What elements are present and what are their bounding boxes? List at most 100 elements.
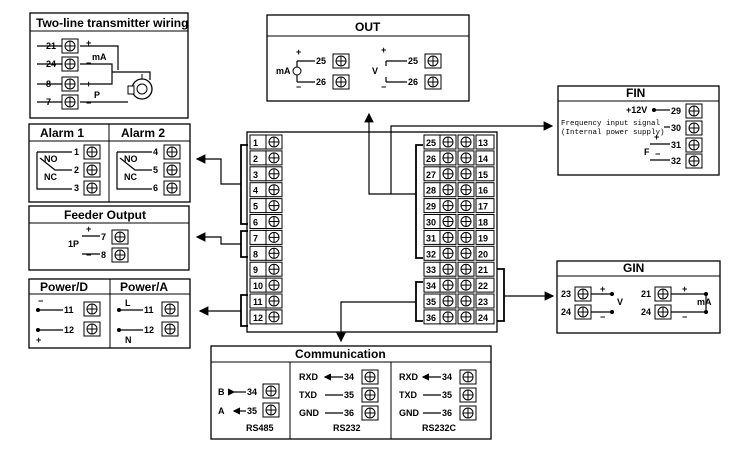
terminal-cell bbox=[475, 309, 495, 325]
plus-sign: + bbox=[682, 284, 687, 294]
out-panel: OUT mA + − 25 26 V + − 25 26 bbox=[266, 14, 470, 102]
terminal-number: 19 bbox=[478, 233, 488, 243]
terminal-screw-icon bbox=[265, 214, 283, 229]
no-label: NO bbox=[44, 154, 58, 164]
terminal-number: 2 bbox=[253, 154, 258, 164]
terminal-cell bbox=[475, 229, 495, 245]
terminal-screw-icon bbox=[265, 261, 283, 277]
out-title: OUT bbox=[355, 20, 381, 34]
ma-label: mA bbox=[276, 66, 291, 76]
rs485-label: B bbox=[218, 387, 225, 397]
two-line-title: Two-line transmitter wiring bbox=[36, 16, 188, 30]
terminal-number: 1 bbox=[253, 138, 258, 148]
alarm2-title: Alarm 2 bbox=[121, 126, 165, 140]
terminal-label: 29 bbox=[671, 106, 681, 116]
feeder-title: Feeder Output bbox=[64, 208, 146, 222]
power-a-title: Power/A bbox=[120, 280, 168, 294]
terminal-screw-icon bbox=[457, 245, 475, 261]
terminal-number: 25 bbox=[426, 138, 436, 148]
terminal-label: 36 bbox=[442, 408, 452, 418]
terminal-label: 34 bbox=[344, 372, 354, 382]
terminal-screw-icon bbox=[439, 150, 457, 166]
minus-sign: − bbox=[38, 296, 43, 306]
minus-sign: − bbox=[86, 250, 91, 260]
terminal-screw-icon bbox=[457, 150, 475, 166]
ma-label: mA bbox=[92, 52, 107, 62]
terminal-number: 10 bbox=[253, 281, 263, 291]
v-label: V bbox=[617, 297, 623, 307]
terminal-screw-icon bbox=[457, 261, 475, 277]
bracket-gin bbox=[497, 268, 505, 322]
terminal-label: 21 bbox=[641, 289, 651, 299]
terminal-label: 35 bbox=[344, 390, 354, 400]
p-label: P bbox=[94, 90, 100, 100]
terminal-cell bbox=[475, 277, 495, 293]
terminal-number: 8 bbox=[253, 249, 258, 259]
rs232c-label: GND bbox=[399, 408, 420, 418]
minus-sign: − bbox=[86, 58, 91, 68]
terminal-cell bbox=[475, 198, 495, 214]
terminal-cell bbox=[475, 214, 495, 229]
terminal-label: 24 bbox=[641, 307, 651, 317]
terminal-number: 32 bbox=[426, 249, 436, 259]
no-label: NO bbox=[124, 154, 138, 164]
l-label: L bbox=[125, 298, 131, 308]
terminal-screw-icon bbox=[265, 277, 283, 293]
terminal-screw-icon bbox=[265, 309, 283, 325]
gin-panel: GIN 23 24 + V − 21 24 + mA − bbox=[556, 260, 721, 334]
terminal-label: 26 bbox=[316, 77, 326, 87]
terminal-screw-icon bbox=[457, 214, 475, 229]
communication-panel: Communication B 34 A 35 RS485 RXD 34 TXD… bbox=[210, 345, 492, 440]
terminal-screw-icon bbox=[265, 229, 283, 245]
terminal-label: 23 bbox=[561, 289, 571, 299]
gin-title: GIN bbox=[623, 261, 644, 275]
plus-sign: + bbox=[86, 224, 91, 234]
terminal-label: 11 bbox=[144, 305, 154, 315]
terminal-number: 16 bbox=[478, 186, 488, 196]
terminal-label: 7 bbox=[101, 232, 106, 242]
terminal-number: 9 bbox=[253, 265, 258, 275]
fin-title: FIN bbox=[626, 86, 645, 100]
terminal-screw-icon bbox=[265, 166, 283, 182]
rs485-label: A bbox=[218, 406, 225, 416]
plus-sign: + bbox=[654, 132, 659, 142]
terminal-number: 24 bbox=[478, 313, 488, 323]
rs232-name: RS232 bbox=[333, 423, 361, 433]
power-d-title: Power/D bbox=[40, 280, 88, 294]
terminal-number: 33 bbox=[426, 265, 436, 275]
minus-sign: − bbox=[296, 82, 301, 92]
terminal-number: 27 bbox=[426, 170, 436, 180]
terminal-number: 15 bbox=[478, 170, 488, 180]
plus-sign: + bbox=[296, 47, 301, 57]
nc-label: NC bbox=[44, 172, 57, 182]
terminal-screw-icon bbox=[457, 134, 475, 150]
terminal-number: 3 bbox=[253, 170, 258, 180]
terminal-label: 12 bbox=[144, 325, 154, 335]
terminal-number: 31 bbox=[426, 233, 436, 243]
fin-description: Frequency input signal bbox=[561, 120, 661, 128]
plus-sign: + bbox=[86, 38, 91, 48]
terminal-number: 12 bbox=[253, 313, 263, 323]
terminal-screw-icon bbox=[457, 182, 475, 198]
terminal-screw-icon bbox=[439, 277, 457, 293]
terminal-screw-icon bbox=[439, 166, 457, 182]
communication-title: Communication bbox=[295, 347, 386, 361]
minus-sign: − bbox=[682, 312, 687, 322]
v12-label: +12V bbox=[626, 105, 647, 115]
terminal-screw-icon bbox=[439, 198, 457, 214]
terminal-screw-icon bbox=[439, 293, 457, 309]
rs485-name: RS485 bbox=[246, 423, 274, 433]
v-label: V bbox=[372, 66, 378, 76]
terminal-label: 25 bbox=[408, 56, 418, 66]
feeder-label: 1P bbox=[68, 239, 79, 249]
connection-wires bbox=[195, 112, 555, 343]
rs232c-label: TXD bbox=[399, 390, 418, 400]
terminal-number: 29 bbox=[426, 202, 436, 212]
terminal-screw-icon bbox=[265, 182, 283, 198]
terminal-label: 1 bbox=[74, 147, 79, 157]
terminal-cell bbox=[475, 166, 495, 182]
rs232-label: TXD bbox=[299, 390, 318, 400]
terminal-label: 31 bbox=[671, 140, 681, 150]
